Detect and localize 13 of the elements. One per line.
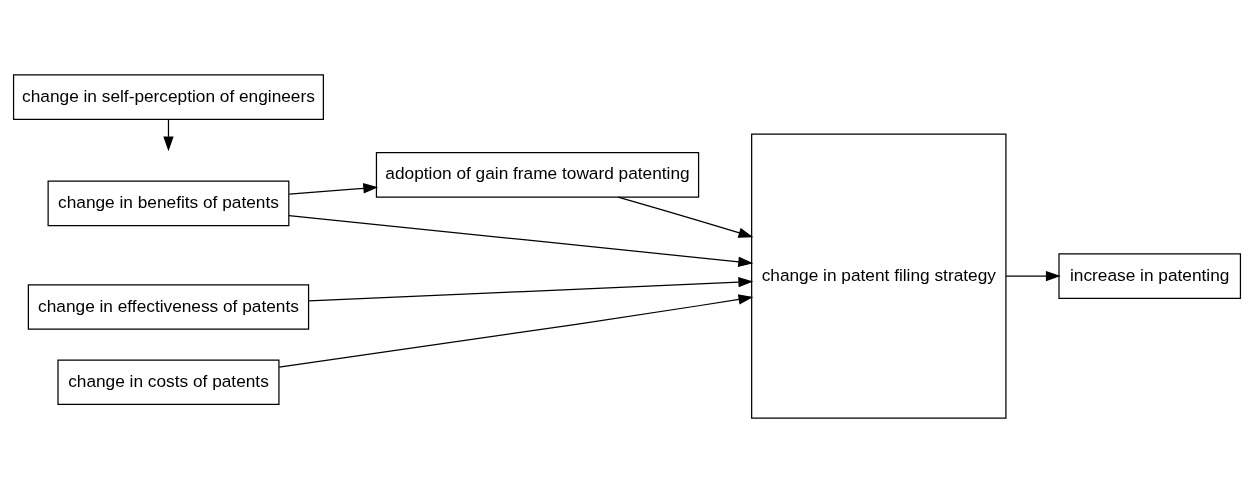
node-box: increase in patenting — [1058, 253, 1242, 299]
arrow — [1005, 270, 1061, 282]
arrow — [278, 294, 754, 368]
arrow — [288, 183, 379, 195]
node-box: change in patent filing strategy — [751, 133, 1007, 419]
arrow — [617, 196, 754, 238]
arrow — [288, 214, 754, 267]
arrow — [308, 277, 754, 302]
node-box: change in benefits of patents — [47, 180, 290, 227]
node-box: adoption of gain frame toward patenting — [375, 152, 700, 198]
node-box: change in costs of patents — [57, 359, 280, 406]
node-box: change in self-perception of engineers — [12, 74, 324, 120]
node-box: change in effectiveness of patents — [27, 284, 310, 330]
